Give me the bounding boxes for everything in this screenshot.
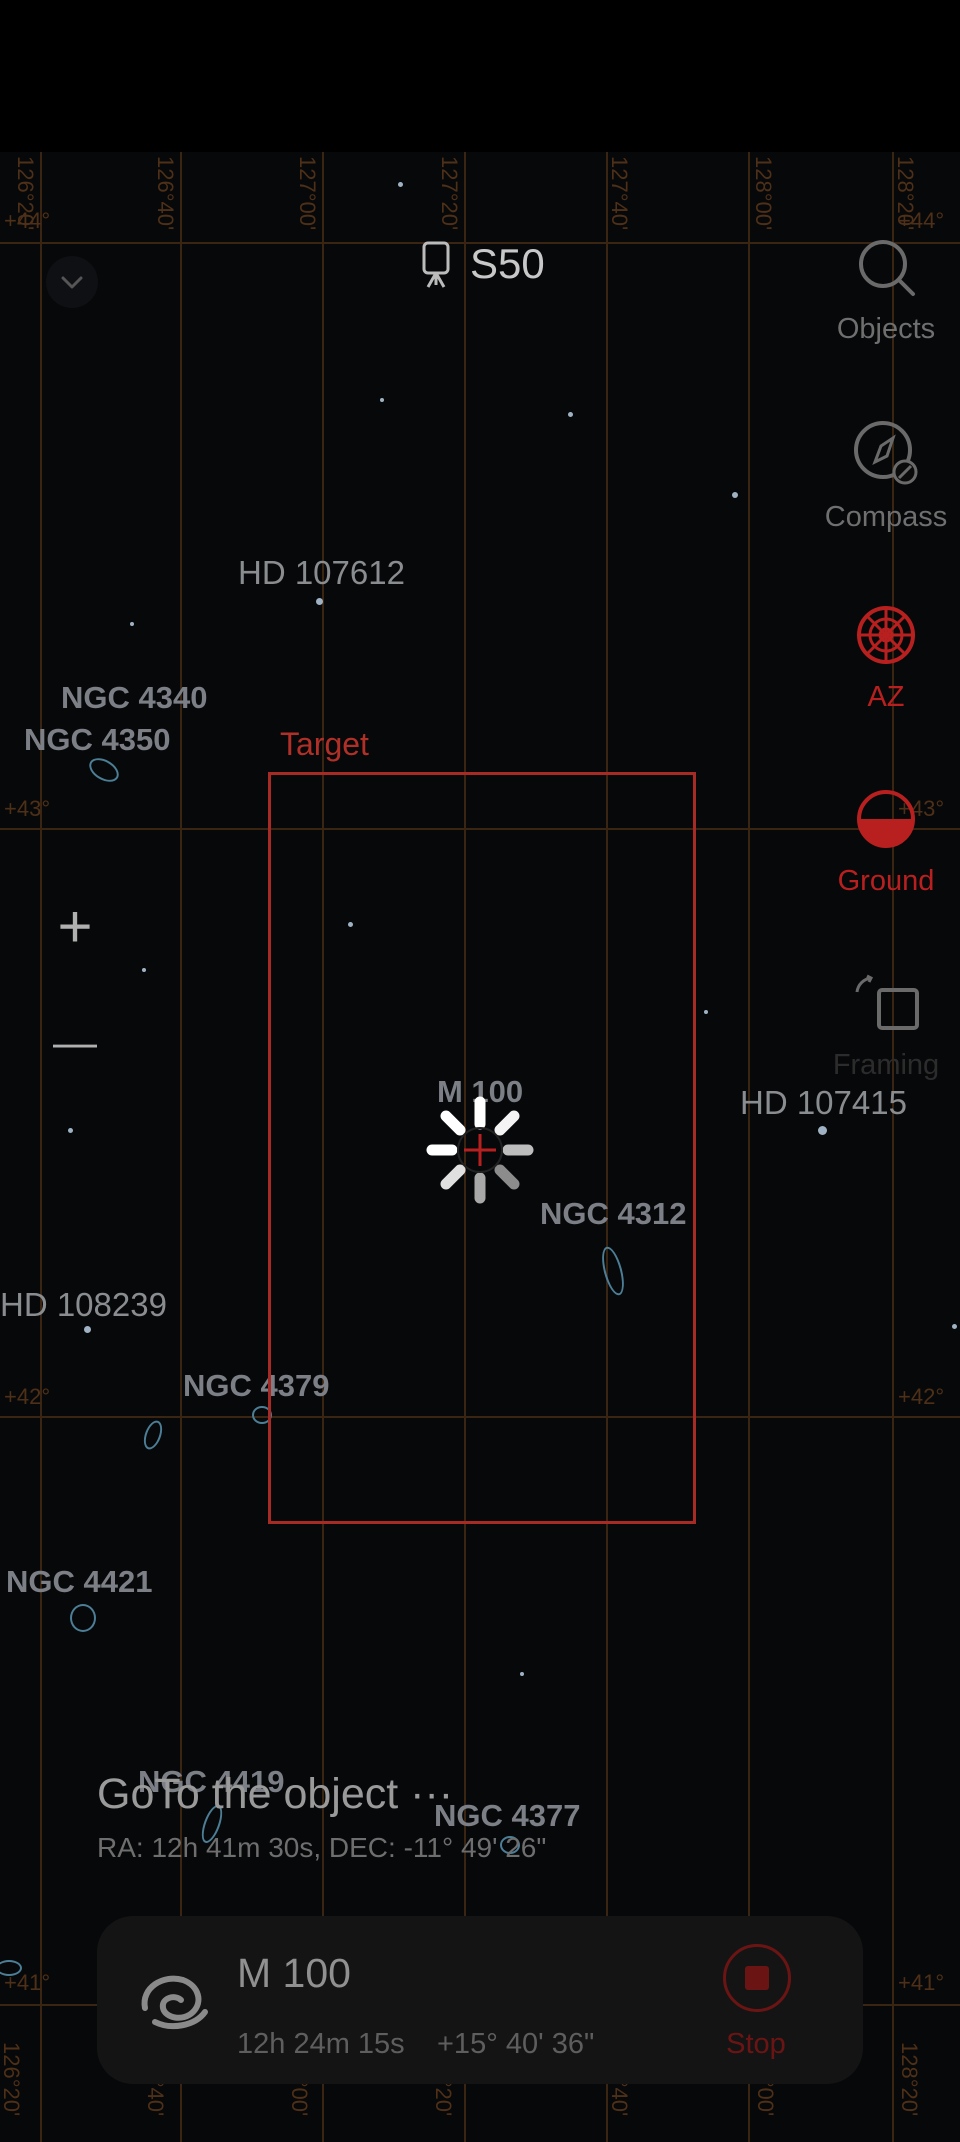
ra-grid-line [180,152,182,2142]
minus-icon: — [53,1018,97,1067]
target-label: Target [280,726,369,762]
galaxy-outline [70,1604,96,1632]
zoom-in-button[interactable]: + [44,896,106,958]
chevron-down-icon [61,276,83,289]
star-dot [380,398,384,402]
star-dot [84,1326,91,1333]
device-name: S50 [470,240,545,287]
star-dot [130,622,134,626]
star-label[interactable]: HD 108239 [0,1286,167,1323]
galaxy-outline [0,1960,22,1976]
ra-label: 128°20' [897,2042,922,2117]
ra-label: 126°20' [0,2042,24,2117]
star-dot [704,1010,708,1014]
star-dot [520,1672,524,1676]
dec-grid-line [0,242,960,244]
ra-label: 126°40' [153,156,178,231]
star-dot [568,412,573,417]
framing-label: Framing [832,1049,940,1081]
ra-grid-line [40,152,42,2142]
galaxy-outline [85,753,123,787]
dec-label: +43° [4,796,51,821]
star-label[interactable]: HD 107415 [740,1084,907,1121]
target-frame[interactable] [268,772,696,1524]
collapse-button[interactable] [46,256,98,308]
ra-grid-line [892,152,894,2142]
object-name: M 100 [237,1950,351,1996]
dec-label: +44° [4,208,51,233]
galaxy-icon [141,1975,208,2030]
loading-spinner-icon [426,1096,534,1204]
object-ra: 12h 24m 15s [237,2028,405,2060]
ra-label: 127°20' [437,156,462,231]
ra-label: 127°40' [607,156,632,231]
dec-label: +44° [898,208,945,233]
ra-grid-line [464,152,466,2142]
dec-grid-line [0,1416,960,1418]
az-grid-button[interactable]: AZ [806,604,960,714]
zoom-out-button[interactable]: — [44,1012,106,1074]
ra-grid-line [606,152,608,2142]
framing-button[interactable]: Framing [806,972,960,1082]
object-label[interactable]: NGC 4377 [434,1798,581,1833]
galaxy-outline [500,1836,520,1854]
galaxy-outline [140,1418,166,1452]
goto-status-title: GoTo the object ··· [97,1770,454,1818]
az-grid-icon [857,606,915,664]
star-dot [348,922,353,927]
star-dot [142,968,146,972]
star-label[interactable]: HD 107612 [238,554,405,591]
star-dot [952,1324,957,1329]
dec-label: +42° [4,1384,51,1409]
ra-grid-line [322,152,324,2142]
device-selector[interactable]: S50 [416,236,545,292]
object-label[interactable]: NGC 4419 [138,1764,285,1799]
ground-button[interactable]: Ground [806,788,960,898]
stop-button[interactable] [723,1944,791,2012]
stop-icon [745,1966,769,1990]
az-label: AZ [867,681,905,713]
compass-button[interactable]: Compass [806,420,960,534]
star-dot [818,1126,827,1135]
star-dot [398,182,403,187]
object-card[interactable]: M 100 12h 24m 15s +15° 40' 36" Stop [97,1916,863,2084]
objects-button[interactable]: Objects [806,236,960,346]
stop-label[interactable]: Stop [726,2028,786,2060]
compass-label: Compass [824,501,948,533]
object-label[interactable]: NGC 4350 [24,722,171,757]
plus-icon: + [57,893,93,960]
object-label[interactable]: NGC 4340 [61,680,208,715]
galaxy-outline [252,1406,272,1424]
search-icon [859,240,915,296]
object-label[interactable]: NGC 4421 [6,1564,153,1599]
dec-label: +41° [898,1970,945,1995]
star-dot [68,1128,73,1133]
ra-label: 128°00' [751,156,776,231]
compass-icon [854,421,918,485]
dec-label: +42° [898,1384,945,1409]
ra-label: 127°00' [295,156,320,231]
telescope-icon [422,241,450,288]
goto-status-coords: RA: 12h 41m 30s, DEC: -11° 49' 26" [97,1832,547,1863]
objects-label: Objects [836,313,936,345]
object-label[interactable]: NGC 4312 [540,1196,687,1231]
ground-label: Ground [837,865,935,897]
star-dot [732,492,738,498]
dec-grid-line [0,828,960,830]
framing-icon [855,974,919,1030]
ra-grid-line [748,152,750,2142]
object-label[interactable]: NGC 4379 [183,1368,330,1403]
ground-icon [857,790,915,848]
object-dec: +15° 40' 36" [437,2028,595,2060]
star-dot [316,598,323,605]
